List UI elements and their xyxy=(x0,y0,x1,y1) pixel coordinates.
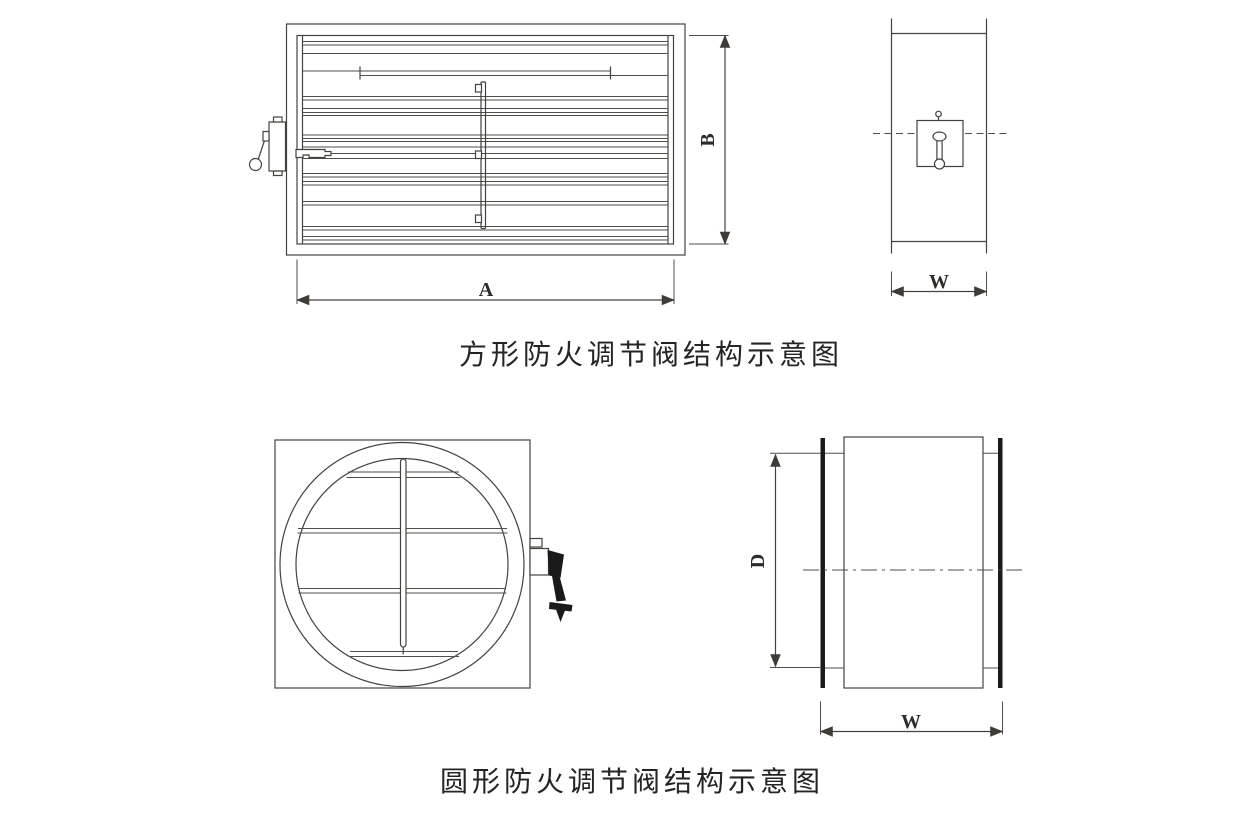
round-damper-front-view xyxy=(274,439,573,689)
actuator-side-lug xyxy=(262,130,270,142)
square-damper-drive-rod xyxy=(474,81,487,230)
square-damper-inner-frame xyxy=(296,34,675,245)
square-damper-actuator xyxy=(248,116,332,177)
round-damper-title: 圆形防火调节阀结构示意图 xyxy=(440,766,824,798)
square-damper-front-view: A B xyxy=(248,23,731,306)
shaft-slot xyxy=(936,140,943,160)
handle-lever xyxy=(547,550,573,622)
round-side-right-flange xyxy=(998,438,1003,688)
square-damper-blade-link-ticks xyxy=(359,66,612,80)
actuator-bottom-lug xyxy=(272,170,283,177)
dimension-A: A xyxy=(296,259,675,306)
actuator-lever-stem xyxy=(257,140,266,161)
shaft-pin xyxy=(935,110,942,118)
shaft-end-circle xyxy=(933,158,946,170)
square-damper-blade-link-line xyxy=(302,70,668,76)
round-damper-handle-assembly xyxy=(529,537,573,622)
round-damper-inner-ring xyxy=(295,457,509,672)
rod-bracket-top xyxy=(474,83,483,93)
round-damper-drive-rod xyxy=(399,458,407,655)
dimension-D: D xyxy=(747,452,821,668)
dim-label-B: B xyxy=(697,133,719,146)
side-view-body-ends xyxy=(891,32,987,243)
dim-label-W-round: W xyxy=(901,711,921,733)
handle-mount-block xyxy=(529,547,550,576)
dimension-B: B xyxy=(689,34,731,245)
dimension-W-round: W xyxy=(819,701,1004,737)
square-damper-title: 方形防火调节阀结构示意图 xyxy=(459,339,843,371)
dim-label-A: A xyxy=(479,279,494,301)
round-side-body xyxy=(843,436,984,689)
square-damper-outer-frame xyxy=(285,23,686,256)
shaft-hub xyxy=(932,131,947,142)
round-damper-outer-ring xyxy=(279,441,525,688)
side-view-shaft-mechanism xyxy=(916,110,964,170)
round-side-left-flange xyxy=(820,438,825,688)
square-damper-side-view: W xyxy=(873,18,1010,297)
actuator-pointer-arm xyxy=(295,148,332,159)
side-view-duct-walls xyxy=(890,18,988,254)
square-damper-frame-walls xyxy=(301,35,669,244)
handle-top-lug xyxy=(529,537,543,548)
actuator-top-lug xyxy=(272,116,283,123)
dimension-W-square: W xyxy=(890,271,988,297)
dim-label-D: D xyxy=(747,554,769,568)
round-damper-side-view: D W xyxy=(747,436,1027,737)
actuator-body xyxy=(268,121,287,172)
actuator-knob xyxy=(248,157,263,172)
dim-label-W-square: W xyxy=(929,271,949,293)
rod-bracket-bottom xyxy=(474,214,483,224)
round-side-flange-connectors xyxy=(825,452,998,669)
rod-bracket-middle xyxy=(474,150,483,160)
